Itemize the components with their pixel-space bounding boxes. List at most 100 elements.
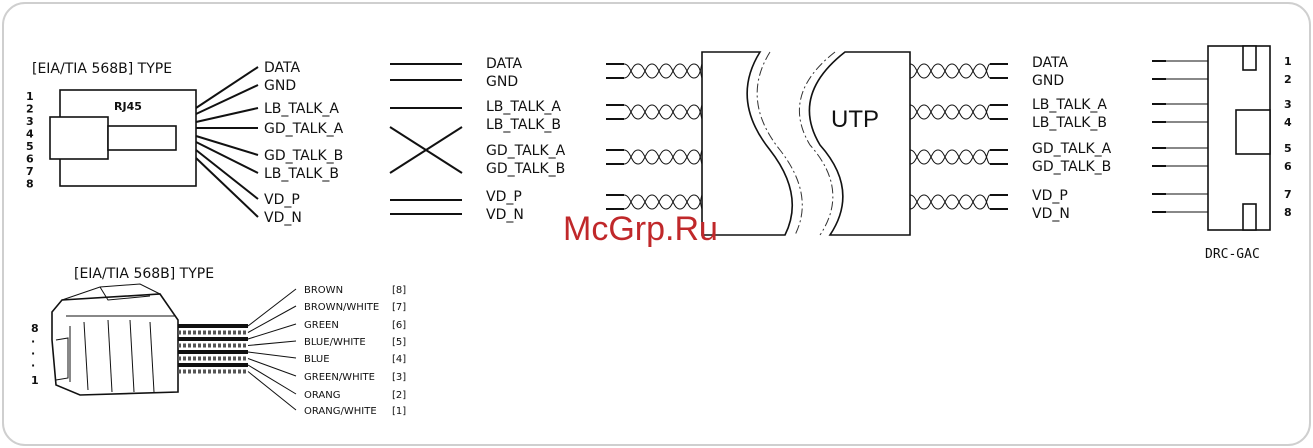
fan-line	[195, 84, 259, 115]
wire-pin-label: [8]	[392, 285, 406, 296]
twisted-pair	[909, 63, 991, 79]
utp-cable	[701, 51, 911, 236]
mid-signal-label: GND	[486, 74, 518, 90]
right-signal-label: DATA	[1032, 55, 1068, 71]
mid-signal-label: VD_N	[486, 207, 524, 223]
bottom-title: [EIA/TIA 568B] TYPE	[74, 266, 214, 282]
fan-line	[195, 107, 259, 123]
wire-color-label: BROWN/WHITE	[304, 302, 379, 313]
twisted-pairs-left	[606, 63, 703, 210]
right-signal-label: VD_N	[1032, 206, 1070, 222]
mid-signal-labels: DATAGNDLB_TALK_ALB_TALK_BGD_TALK_AGD_TAL…	[486, 56, 566, 223]
twisted-pair	[623, 194, 703, 210]
twisted-pair	[623, 104, 703, 120]
plug-side-number: 8	[31, 322, 39, 335]
cable-label: UTP	[831, 106, 879, 133]
drc-gac-connector	[1207, 45, 1271, 231]
connector-pin-number: 6	[1284, 160, 1292, 173]
rj45-latch	[107, 125, 177, 151]
jack-signal-labels: DATA GND LB_TALK_A GD_TALK_A GD_TALK_B LB_TAL…	[264, 60, 344, 226]
wire-color-label: BROWN	[304, 285, 343, 296]
rj45-plug	[51, 283, 179, 396]
twisted-pair	[623, 149, 703, 165]
mid-signal-label: LB_TALK_A	[486, 99, 561, 115]
rj45-label: RJ45	[114, 100, 142, 113]
jack-signal-label: GD_TALK_A	[264, 121, 344, 137]
twisted-pair	[623, 63, 703, 79]
right-signal-label: LB_TALK_B	[1032, 115, 1107, 131]
right-signal-labels: DATA GND LB_TALK_A LB_TALK_B GD_TALK_A GD_TAL…	[1032, 55, 1112, 222]
fan-line	[195, 157, 259, 218]
rj45-socket	[49, 116, 109, 160]
wire-color-label: BLUE/WHITE	[304, 337, 366, 348]
connector-pin-number: 1	[1284, 55, 1292, 68]
mid-signal-label: GD_TALK_B	[486, 161, 565, 177]
connector-label: DRC-GAC	[1205, 247, 1260, 262]
plug-side-number: ·	[31, 359, 35, 372]
wire-pin-label: [3]	[392, 372, 406, 383]
pin-number: 1	[26, 90, 34, 103]
plug-side-number: ·	[31, 347, 35, 360]
jack-signal-label: GND	[264, 78, 296, 94]
connector-leads	[1152, 60, 1208, 213]
right-signal-label: GD_TALK_B	[1032, 159, 1111, 175]
mid-signal-label: GD_TALK_A	[486, 143, 566, 159]
mid-signal-label: DATA	[486, 56, 522, 72]
wire-pin-label: [4]	[392, 354, 406, 365]
fan-line	[195, 66, 259, 109]
twisted-pairs-right	[909, 63, 1008, 210]
plug-side-number: 1	[31, 374, 39, 387]
connector-pin-number: 2	[1284, 73, 1292, 86]
connector-pin-number: 3	[1284, 98, 1292, 111]
wire-pin-label: [1]	[392, 406, 406, 417]
twisted-pair	[909, 104, 991, 120]
jack-fan-lines	[195, 66, 259, 218]
wire-color-label: ORANG/WHITE	[304, 406, 377, 417]
plug-side-numbers: 8···1	[31, 322, 39, 387]
crossover-lines	[389, 63, 463, 215]
fan-line	[195, 141, 259, 174]
connector-pin-number: 8	[1284, 206, 1292, 219]
right-signal-label: GD_TALK_A	[1032, 141, 1112, 157]
jack-signal-label: VD_P	[264, 192, 300, 208]
right-signal-label: VD_P	[1032, 188, 1068, 204]
wire-color-label: BLUE	[304, 354, 330, 365]
wire-pin-label: [6]	[392, 320, 406, 331]
pin-number: 6	[26, 153, 34, 166]
pin-number: 3	[26, 115, 34, 128]
pin-number: 8	[26, 178, 34, 191]
watermark: McGrp.Ru	[563, 210, 718, 248]
twisted-pair	[909, 149, 991, 165]
mid-signal-label: VD_P	[486, 189, 522, 205]
wire-color-label: GREEN/WHITE	[304, 372, 375, 383]
pin-number: 7	[26, 165, 34, 178]
wire-pin-label: [5]	[392, 337, 406, 348]
wire-color-label: GREEN	[304, 320, 339, 331]
wire-color-label: ORANG	[304, 390, 340, 401]
jack-signal-label: LB_TALK_A	[264, 101, 339, 117]
fan-line	[195, 149, 259, 200]
jack-signal-label: VD_N	[264, 210, 302, 226]
twisted-pair	[909, 194, 991, 210]
wire-fan-lines	[247, 288, 297, 411]
top-title: [EIA/TIA 568B] TYPE	[32, 61, 172, 77]
wire-pin-label: [7]	[392, 302, 406, 313]
wire-color-labels: BROWN [8] BROWN/WHITE [7] GREEN [6] BLUE/WHITE…	[304, 285, 406, 417]
jack-signal-label: GD_TALK_B	[264, 148, 343, 164]
connector-pin-number: 5	[1284, 142, 1292, 155]
connector-pin-number: 4	[1284, 116, 1292, 129]
connector-pin-numbers: 1 2 3 4 5 6 7 8	[1284, 55, 1292, 219]
fan-line	[195, 135, 259, 156]
right-signal-label: LB_TALK_A	[1032, 97, 1107, 113]
right-signal-label: GND	[1032, 73, 1064, 89]
plug-wires	[178, 324, 248, 374]
pin-number: 2	[26, 103, 34, 116]
wire-pin-label: [2]	[392, 390, 406, 401]
jack-signal-label: DATA	[264, 60, 300, 76]
jack-signal-label: LB_TALK_B	[264, 166, 339, 182]
connector-pin-number: 7	[1284, 188, 1292, 201]
pin-number: 5	[26, 140, 34, 153]
